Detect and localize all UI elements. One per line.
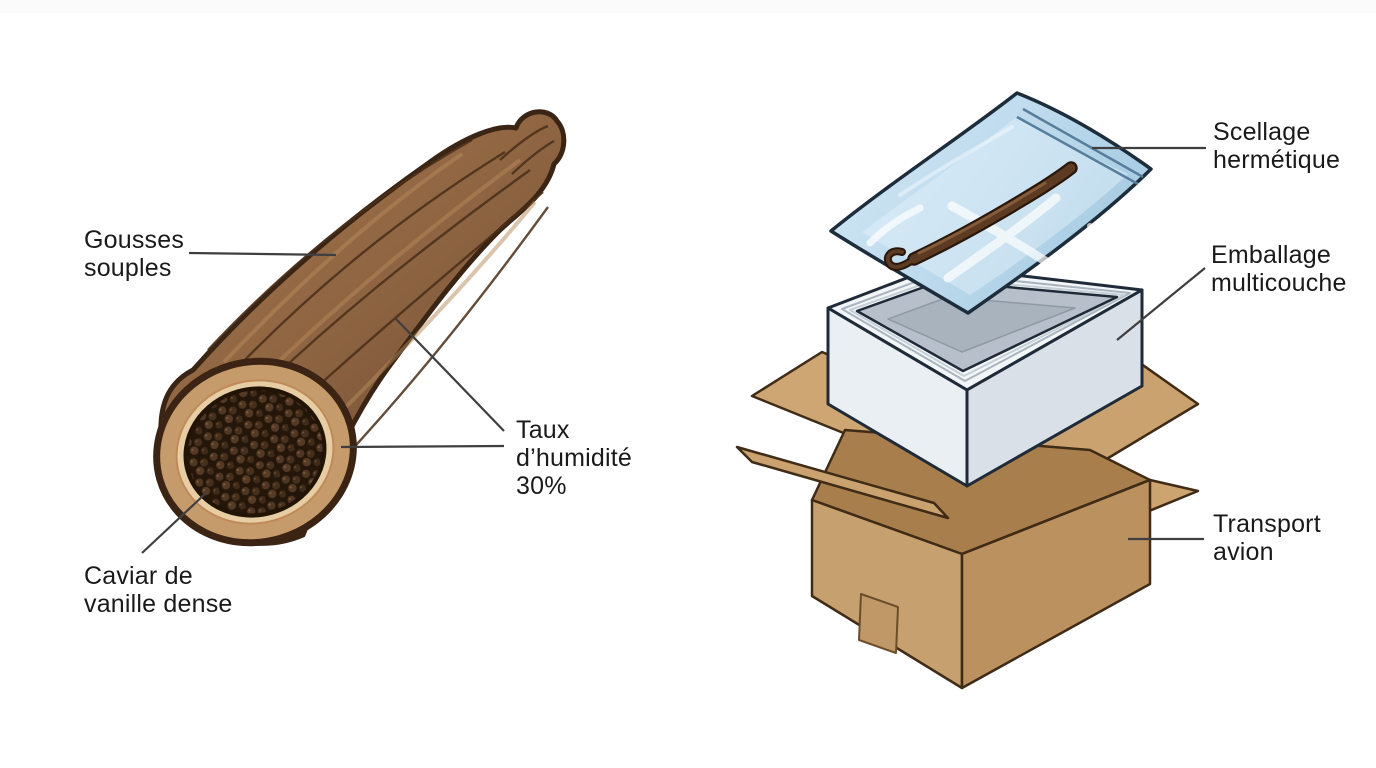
leader-caviar xyxy=(141,493,206,554)
label-gousses-souples: Gousses souples xyxy=(84,226,184,282)
label-line: vanille dense xyxy=(84,590,233,618)
leader-gousses xyxy=(188,251,337,257)
top-edge-artifact xyxy=(0,0,1376,13)
label-taux-humidite: Taux d’humidité 30% xyxy=(516,416,632,500)
pod-cut-face xyxy=(153,357,357,547)
label-transport-avion: Transport avion xyxy=(1213,510,1321,566)
foam-box-illustration xyxy=(826,264,1144,488)
vanilla-bean-in-bag xyxy=(883,161,1078,271)
carton-right-face xyxy=(960,478,1152,690)
bag-seal-lines xyxy=(1016,107,1144,186)
vanilla-pod-illustration xyxy=(153,109,567,547)
label-line: Gousses xyxy=(84,226,185,254)
carton-tape-label xyxy=(858,593,899,654)
label-line: souples xyxy=(84,254,172,282)
label-emballage-multicouche: Emballage multicouche xyxy=(1211,241,1347,297)
carton-front-left-flap xyxy=(735,445,950,520)
leader-humidite-diagonal xyxy=(394,317,505,432)
label-line: Caviar de xyxy=(84,562,193,590)
label-line: hermétique xyxy=(1213,146,1341,174)
label-line: Taux xyxy=(516,416,570,444)
vacuum-bag-illustration xyxy=(829,91,1153,315)
label-line: Scellage xyxy=(1213,118,1311,146)
label-line: avion xyxy=(1213,538,1274,566)
label-line: Transport xyxy=(1213,510,1321,538)
bag-gloss-streaks xyxy=(866,125,1125,283)
leader-humidite-horizontal xyxy=(340,444,505,449)
label-line: multicouche xyxy=(1211,269,1347,297)
pod-ridges xyxy=(207,124,555,506)
label-caviar-vanille: Caviar de vanille dense xyxy=(84,562,233,618)
label-scellage-hermetique: Scellage hermétique xyxy=(1213,118,1340,174)
leader-emballage xyxy=(1116,267,1206,341)
foam-interior-floor xyxy=(887,296,1076,353)
leader-lines xyxy=(141,146,1206,554)
foam-rim-step2 xyxy=(849,277,1125,377)
foam-front-right-face xyxy=(965,288,1144,488)
caviar-seeds xyxy=(183,386,327,518)
foam-rim-step xyxy=(841,272,1131,382)
label-line: 30% xyxy=(516,472,567,500)
label-line: d’humidité xyxy=(516,444,632,472)
label-line: Emballage xyxy=(1211,241,1331,269)
